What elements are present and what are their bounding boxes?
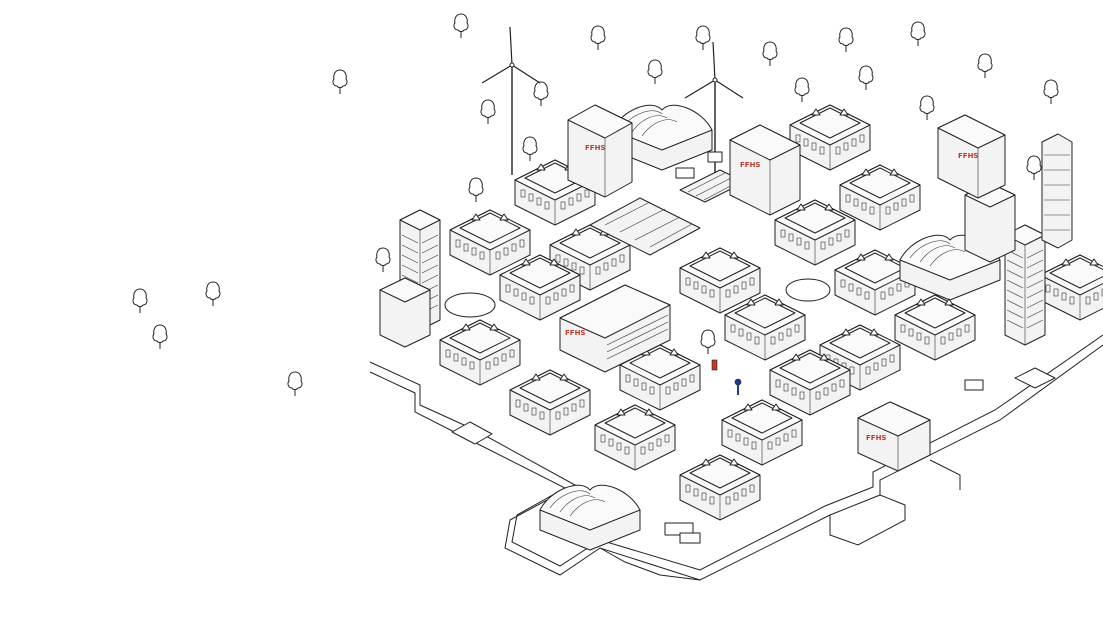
ffhs-logo: FFHS xyxy=(565,329,585,337)
ffhs-logo: FFHS xyxy=(585,144,605,152)
ffhs-building-2: FFHS xyxy=(729,124,801,216)
ffhs-building-3: FFHS xyxy=(937,114,1006,199)
road-network xyxy=(369,334,1103,581)
ffhs-logo: FFHS xyxy=(866,434,886,442)
ffhs-building-5: FFHS xyxy=(857,401,931,472)
pin-icon xyxy=(711,359,742,395)
ffhs-logo: FFHS xyxy=(958,152,978,160)
ffhs-building-4: FFHS xyxy=(559,284,671,373)
plaza xyxy=(444,278,831,318)
ffhs-building-1: FFHS xyxy=(567,104,633,198)
bridge xyxy=(451,367,1056,445)
ffhs-logo: FFHS xyxy=(740,161,760,169)
containers xyxy=(664,151,984,544)
